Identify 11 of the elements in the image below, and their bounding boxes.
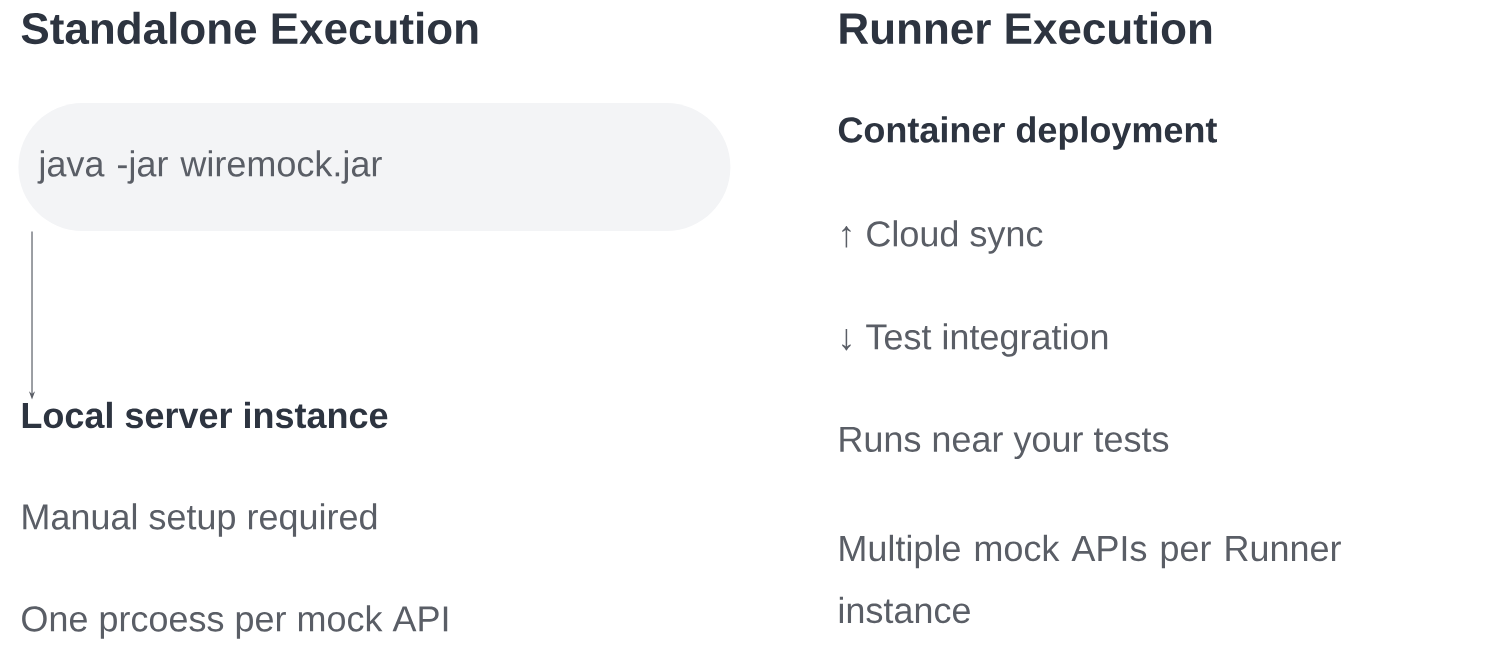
feature-text: ↓ Test integration — [842, 323, 1108, 357]
column-heading: Runner Execution — [840, 11, 1212, 45]
column-heading: Standalone Execution — [21, 11, 478, 45]
feature-text: One prcoess per mock API — [22, 605, 448, 639]
feature-text: Runs near your tests — [840, 426, 1169, 460]
command-box: java -jar wiremock.jar — [18, 103, 731, 231]
step-heading: Local server instance — [22, 401, 388, 429]
step-heading: Container deployment — [838, 116, 1217, 150]
feature-text: Multiple mock APIs per Runner instance — [839, 534, 1341, 624]
feature-text: ↑ Cloud sync — [842, 220, 1043, 254]
feature-text: Manual setup required — [23, 503, 377, 537]
